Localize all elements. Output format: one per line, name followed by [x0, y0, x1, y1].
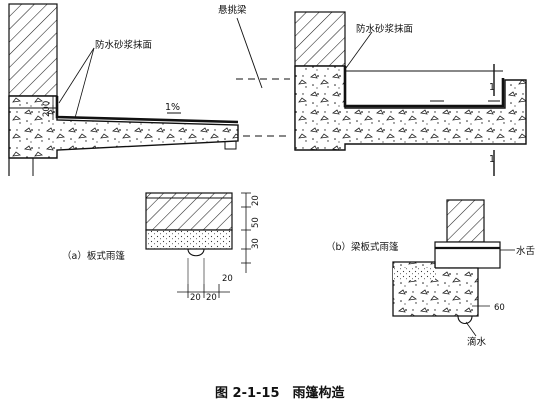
dim-20-bottom-b: 20: [206, 293, 217, 303]
dim-200: 200: [42, 101, 52, 117]
brick-wall-b: [294, 11, 346, 67]
leader-waterproof-a-1: [58, 47, 95, 104]
label-waterproof-left: 防水砂浆抹面: [95, 39, 152, 51]
detail-a: [145, 192, 251, 298]
beam-leader: [236, 17, 263, 89]
leader-waterproof-b: [345, 31, 373, 69]
cantilever-beam-indicator: [236, 17, 290, 137]
waterproof-layer-a: [55, 96, 239, 124]
brick-wall-a: [8, 3, 58, 97]
dim-50: 50: [251, 217, 261, 228]
label-section-bottom: 1: [489, 154, 495, 165]
detail-a-plaster: [145, 229, 233, 250]
label-section-top: 1: [489, 82, 495, 93]
caption-beam-slab-canopy: （b）梁板式雨篷: [326, 241, 399, 253]
detail-b: [392, 199, 515, 337]
leader-waterproof-a-2: [74, 47, 95, 119]
beam-concrete-b: [294, 65, 527, 151]
label-drip: 滴水: [467, 336, 487, 348]
dim-60: 60: [494, 303, 505, 313]
label-slope: 1%: [165, 102, 180, 113]
detail-b-drip: [457, 315, 473, 325]
label-drip-lip: 水舌: [516, 245, 536, 257]
dim-20-top: 20: [251, 195, 261, 206]
slab-canopy-section: [8, 3, 239, 176]
dim-30: 30: [251, 238, 261, 249]
detail-b-plaster: [393, 268, 435, 280]
caption-slab-canopy: （a）板式雨篷: [62, 250, 125, 262]
waterproof-layer-b: [343, 66, 505, 108]
beam-slab-canopy-section: [294, 11, 527, 176]
figure-caption: 图 2-1-15 雨篷构造: [215, 385, 345, 401]
detail-b-wall: [446, 199, 485, 243]
dim-20-side: 20: [222, 274, 233, 284]
dim-20-bottom-a: 20: [190, 293, 201, 303]
detail-b-leader-drip: [465, 321, 477, 337]
drip-notch-a: [224, 141, 237, 150]
label-cantilever-beam: 悬挑梁: [218, 4, 247, 16]
label-waterproof-right: 防水砂浆抹面: [356, 23, 413, 35]
detail-a-hatch: [145, 192, 233, 231]
detail-a-drip: [187, 248, 205, 257]
detail-b-drip-lip: [434, 241, 501, 269]
